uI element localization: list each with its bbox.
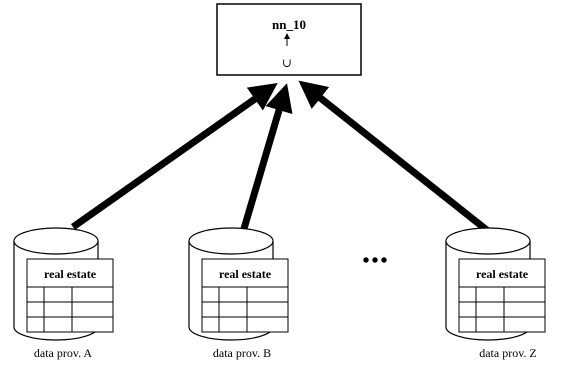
provider-label: data prov. Z <box>479 346 537 360</box>
central-node: nn_10 ∪ <box>216 3 362 76</box>
central-node-box <box>216 3 362 76</box>
real-estate-table: real estate <box>26 258 114 333</box>
real-estate-table: real estate <box>201 258 289 333</box>
provider-label: data prov. B <box>213 346 271 360</box>
real-estate-table: real estate <box>458 258 546 333</box>
arrow-provider-a <box>70 82 278 230</box>
arrow-provider-z <box>298 80 491 234</box>
table-title: real estate <box>44 267 97 281</box>
table-title: real estate <box>476 267 529 281</box>
data-provider-a: real estate data prov. A <box>13 227 114 360</box>
arrows <box>70 80 491 234</box>
ellipsis-indicator: ••• <box>362 250 389 272</box>
table-title: real estate <box>219 267 272 281</box>
union-symbol: ∪ <box>282 56 292 70</box>
data-provider-b: real estate data prov. B <box>188 227 289 360</box>
data-provider-z: real estate data prov. Z <box>445 227 546 360</box>
arrow-provider-b <box>239 83 293 233</box>
provider-label: data prov. A <box>34 346 93 360</box>
central-node-title: nn_10 <box>272 17 306 32</box>
